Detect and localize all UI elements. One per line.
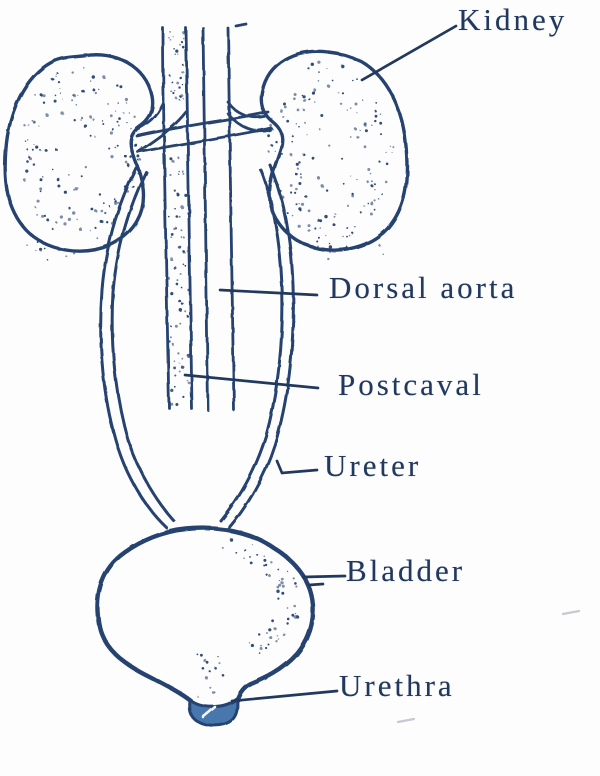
right-kidney-shape [259, 49, 409, 252]
postcaval-vessel [161, 26, 194, 411]
kidney-leader-line [360, 24, 458, 82]
stipple-texture [23, 31, 395, 698]
left-kidney-shape [3, 53, 155, 253]
left-ureter-tube [99, 166, 176, 530]
postcaval-label: Postcaval [338, 367, 484, 402]
scan-smudges [396, 609, 581, 724]
urethra-opening [188, 696, 239, 727]
leader-lines [183, 24, 458, 703]
bladder-label: Bladder [346, 553, 466, 588]
dorsal-aorta-label: Dorsal aorta [329, 270, 518, 305]
bladder-leader-line [301, 574, 347, 579]
renal-vessel-branches [135, 100, 273, 154]
urethra-leader-line [230, 689, 339, 703]
dorsal-aorta-vessel [201, 22, 248, 412]
postcaval-leader-line [183, 373, 320, 390]
right-ureter-tube [219, 163, 295, 532]
bladder-leader-tick [307, 582, 325, 587]
dorsal-aorta-leader-line [218, 288, 319, 297]
bladder-shape [95, 525, 316, 704]
urethra-label: Urethra [339, 668, 455, 703]
kidney-label: Kidney [458, 2, 568, 37]
ureter-label: Ureter [324, 448, 422, 483]
ureter-leader-line [275, 459, 319, 475]
